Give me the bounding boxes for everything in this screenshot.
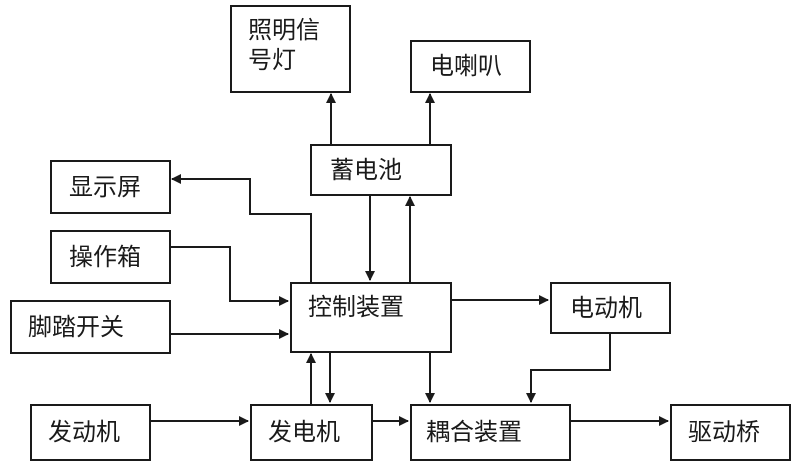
node-operation-box: 操作箱: [50, 230, 171, 284]
node-generator: 发电机: [250, 404, 373, 461]
node-label: 耦合装置: [426, 418, 522, 446]
node-electric-horn: 电喇叭: [410, 40, 531, 93]
edge-operation-box-to-controller: [170, 246, 289, 306]
edge-motor-to-coupling: [526, 333, 611, 403]
node-foot-switch: 脚踏开关: [10, 300, 171, 354]
node-label: 电喇叭: [430, 52, 502, 80]
node-coupling-device: 耦合装置: [410, 404, 571, 461]
node-lighting-signal-lamp: 照明信 号灯: [230, 5, 351, 93]
node-electric-motor: 电动机: [550, 282, 671, 334]
edge-controller-to-display: [171, 174, 312, 282]
node-label: 照明信 号灯: [248, 16, 320, 74]
node-control-device: 控制装置: [290, 282, 452, 353]
node-label: 脚踏开关: [28, 313, 124, 341]
node-label: 发动机: [48, 418, 120, 446]
node-label: 驱动桥: [688, 418, 760, 446]
node-engine: 发动机: [30, 404, 151, 461]
node-label: 操作箱: [69, 243, 141, 271]
node-drive-axle: 驱动桥: [670, 404, 791, 461]
node-label: 发电机: [268, 418, 340, 446]
node-battery: 蓄电池: [310, 144, 452, 196]
node-label: 控制装置: [308, 293, 404, 321]
node-label: 蓄电池: [330, 156, 402, 184]
node-display: 显示屏: [50, 160, 171, 214]
node-label: 电动机: [570, 294, 642, 322]
node-label: 显示屏: [69, 173, 141, 201]
